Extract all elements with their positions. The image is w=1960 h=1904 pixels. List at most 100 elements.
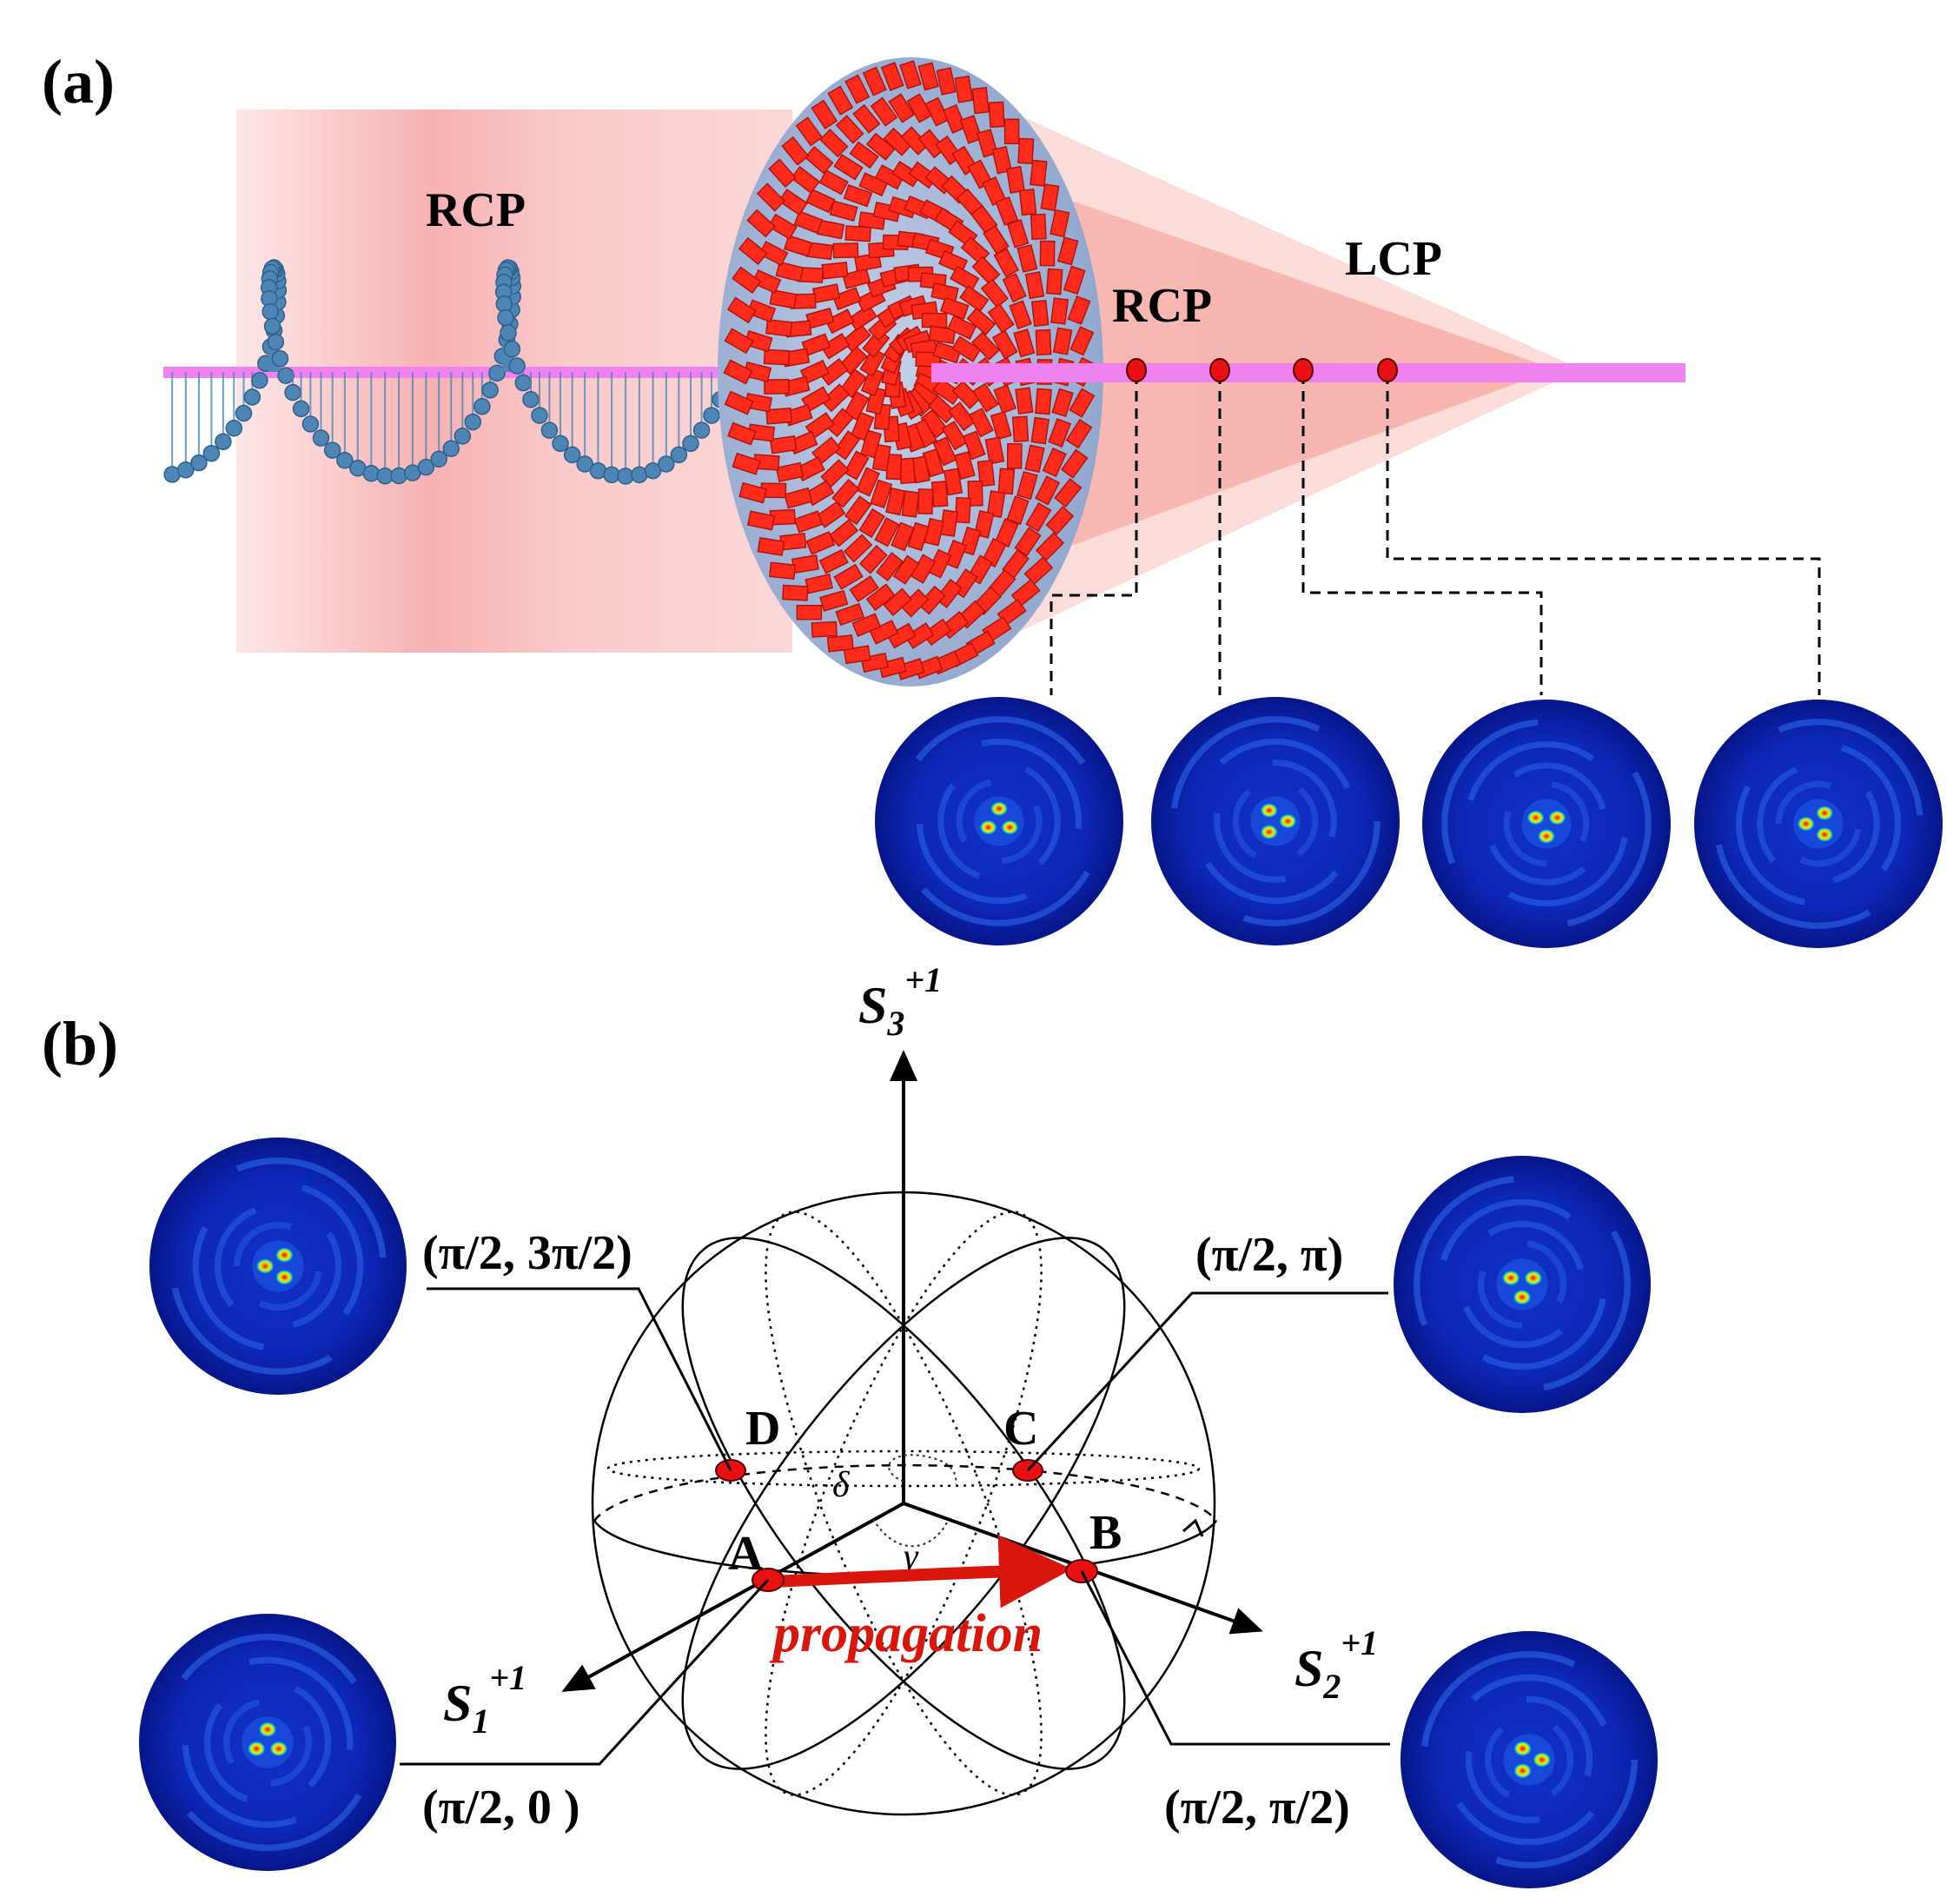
- helix-bead: [177, 461, 195, 479]
- nanopillar: [971, 255, 1001, 286]
- nanopillar: [724, 328, 754, 355]
- helix-bead: [336, 452, 354, 469]
- pattern-lobe: [1513, 1763, 1532, 1778]
- nanopillar: [948, 401, 977, 432]
- pattern-lobe: [1549, 811, 1566, 825]
- incoming-beam: [236, 109, 792, 653]
- nanopillar: [765, 318, 793, 337]
- nanopillar: [833, 430, 861, 461]
- helix-bead: [703, 407, 720, 424]
- nanopillar: [723, 359, 753, 385]
- helix-bead: [263, 317, 281, 335]
- helix-bead: [464, 413, 482, 431]
- nanopillar: [862, 66, 887, 96]
- nanopillar: [984, 436, 1005, 465]
- nanopillar: [1006, 442, 1023, 469]
- helix-bead: [603, 466, 620, 484]
- pattern-ring: [233, 1221, 323, 1311]
- helix-bead: [284, 383, 301, 401]
- pattern-lobe: [1798, 817, 1814, 831]
- helix-bead: [531, 407, 548, 424]
- pattern-lobe: [1533, 1752, 1551, 1768]
- nanopillar: [932, 377, 963, 405]
- pattern-lobe: [275, 1248, 294, 1263]
- nanopillar: [1011, 415, 1030, 443]
- helix-bead: [682, 435, 699, 453]
- nanopillar: [843, 534, 873, 563]
- pattern-ring: [1775, 780, 1862, 867]
- pattern-ring: [1463, 740, 1630, 907]
- nanopillar: [769, 289, 798, 309]
- nanopillar: [988, 101, 1005, 129]
- nanopillar: [1015, 387, 1034, 415]
- nanopillar: [950, 265, 980, 292]
- nanopillar: [793, 510, 824, 534]
- nanopillar: [805, 531, 836, 555]
- point-d-label: D: [745, 1402, 780, 1456]
- nanopillar: [917, 129, 946, 159]
- pattern-lobe: [248, 1741, 265, 1756]
- nanopillar: [732, 266, 762, 295]
- propagation-label: propagation: [769, 1604, 1043, 1663]
- coord-label-d: (π/2, 3π/2): [422, 1226, 632, 1280]
- pattern-ring: [158, 1633, 377, 1852]
- nanopillar: [832, 242, 859, 259]
- panel-a-label: (a): [42, 47, 115, 116]
- nanopillar: [1050, 209, 1070, 238]
- helix-bead: [692, 421, 711, 439]
- nanopillar: [783, 235, 813, 257]
- nanopillar: [1060, 448, 1089, 479]
- nanopillar: [874, 517, 900, 547]
- intensity-patterns-b: [139, 1138, 1658, 1888]
- helix-bead: [481, 381, 499, 399]
- nanopillar: [852, 103, 881, 134]
- pattern-ring: [1436, 1198, 1608, 1370]
- nanopillar: [874, 164, 905, 190]
- pattern-lobe: [1261, 803, 1278, 818]
- nanopillar: [752, 269, 782, 294]
- pattern-ring: [894, 716, 1104, 926]
- helix-bead: [488, 364, 506, 382]
- pattern-lobe: [980, 820, 997, 834]
- nanopillar: [1042, 447, 1067, 478]
- nanopillar: [876, 552, 904, 582]
- nanopillar: [1056, 236, 1079, 266]
- helix-bead: [563, 446, 581, 464]
- nanopillar: [917, 62, 939, 91]
- pattern-lobe: [270, 1741, 288, 1756]
- nanopillar: [977, 460, 996, 488]
- helix-bead: [500, 324, 517, 342]
- pattern-ring: [1441, 719, 1652, 929]
- pattern-ring: [1485, 762, 1608, 886]
- nanopillar: [983, 224, 1010, 255]
- nanopillar: [825, 408, 854, 438]
- nanopillar: [1069, 326, 1095, 356]
- nanopillar: [804, 145, 834, 175]
- nanopillar: [1030, 159, 1048, 187]
- intensity-pattern-b-4: [1400, 1631, 1658, 1888]
- nanopillar: [843, 645, 871, 665]
- nanopillar: [820, 383, 851, 413]
- point-a-label: A: [728, 1527, 764, 1581]
- observation-markers: [1126, 358, 1398, 382]
- nanopillar: [880, 62, 904, 91]
- pattern-ring: [1170, 716, 1381, 926]
- nanopillar: [778, 189, 808, 216]
- s1-axis-label: S1+1: [443, 1658, 526, 1741]
- nanopillar: [738, 236, 768, 265]
- nanopillar: [1006, 495, 1030, 525]
- pattern-lobe: [1538, 829, 1555, 844]
- nanopillar: [944, 539, 968, 569]
- nanopillar: [856, 467, 880, 497]
- nanopillar: [818, 358, 849, 387]
- intensity-pattern-a-4: [1694, 700, 1943, 948]
- nanopillar: [891, 161, 922, 188]
- output-label-rcp: RCP: [1112, 279, 1212, 333]
- nanopillar: [969, 408, 994, 438]
- coordinate-leaders: [400, 1287, 1390, 1766]
- nanopillar: [899, 60, 922, 90]
- nanopillar: [764, 379, 790, 395]
- nanopillar: [891, 521, 915, 552]
- nanopillar: [775, 261, 805, 282]
